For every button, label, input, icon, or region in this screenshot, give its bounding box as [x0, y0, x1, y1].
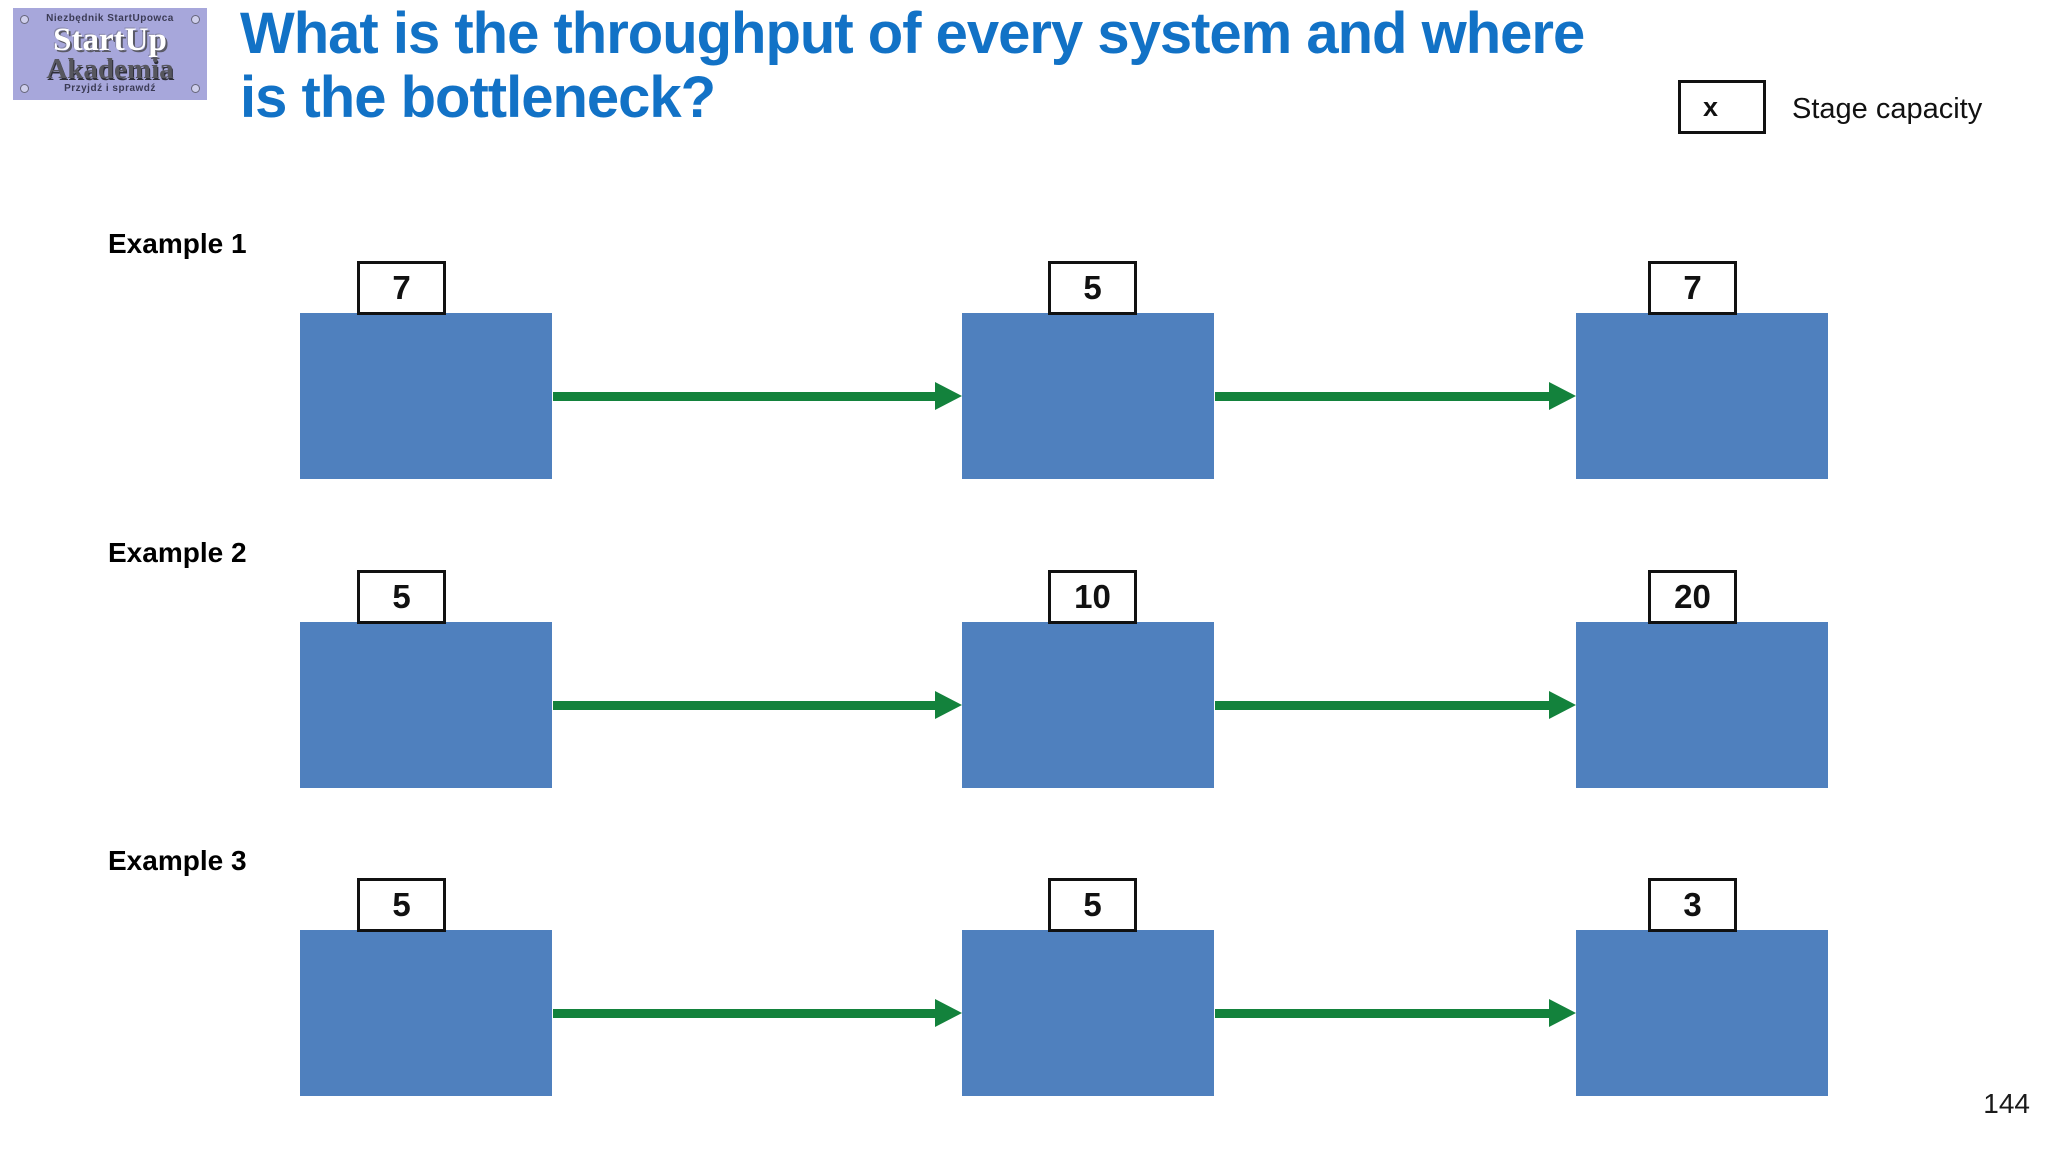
capacity-label: 20: [1648, 570, 1737, 624]
arrow-head-icon: [935, 382, 962, 410]
screw-icon: [20, 84, 29, 93]
slide-title: What is the throughput of every system a…: [240, 2, 1770, 130]
arrow-line: [1215, 1009, 1551, 1018]
arrow-head-icon: [935, 999, 962, 1027]
capacity-label: 5: [1048, 878, 1137, 932]
logo-name-line2: Akademia: [46, 53, 174, 85]
stage-box: [1576, 313, 1828, 479]
legend-symbol: x: [1703, 91, 1719, 122]
legend-label: Stage capacity: [1792, 93, 1983, 125]
arrow-head-icon: [935, 691, 962, 719]
legend-capacity-box: x: [1678, 80, 1766, 134]
stage-box: [300, 313, 552, 479]
capacity-label: 3: [1648, 878, 1737, 932]
stage-box: [1576, 930, 1828, 1096]
slide-title-line2: is the bottleneck?: [240, 65, 716, 130]
stage-box: [300, 930, 552, 1096]
capacity-label: 5: [1048, 261, 1137, 315]
arrow-head-icon: [1549, 691, 1576, 719]
stage-box: [1576, 622, 1828, 788]
stage-box: [962, 622, 1214, 788]
logo-tagline-bottom: Przyjdź i sprawdź: [64, 83, 156, 94]
arrow-line: [553, 701, 937, 710]
screw-icon: [191, 15, 200, 24]
arrow-line: [553, 1009, 937, 1018]
arrow-head-icon: [1549, 382, 1576, 410]
logo-tagline-top: Niezbędnik StartUpowca: [46, 13, 174, 24]
example-2-label: Example 2: [108, 537, 247, 568]
stage-box: [962, 313, 1214, 479]
capacity-label: 5: [357, 570, 446, 624]
slide-title-line1: What is the throughput of every system a…: [240, 1, 1585, 66]
stage-box: [300, 622, 552, 788]
startup-akademia-logo: Niezbędnik StartUpowca StartUp Akademia …: [13, 8, 207, 100]
capacity-label: 7: [1648, 261, 1737, 315]
arrow-line: [1215, 701, 1551, 710]
example-3-label: Example 3: [108, 845, 247, 876]
arrow-line: [553, 392, 937, 401]
screw-icon: [20, 15, 29, 24]
example-3-row: Example 3 5 5 3: [0, 845, 2048, 1096]
example-1-row: Example 1 7 5 7: [0, 228, 2048, 479]
capacity-label: 10: [1048, 570, 1137, 624]
example-1-label: Example 1: [108, 228, 247, 259]
arrow-head-icon: [1549, 999, 1576, 1027]
capacity-label: 5: [357, 878, 446, 932]
screw-icon: [191, 84, 200, 93]
arrow-line: [1215, 392, 1551, 401]
capacity-label: 7: [357, 261, 446, 315]
logo-name-line1: StartUp: [53, 22, 167, 58]
stage-box: [962, 930, 1214, 1096]
page-number: 144: [1983, 1088, 2030, 1119]
example-2-row: Example 2 5 10 20: [0, 537, 2048, 788]
